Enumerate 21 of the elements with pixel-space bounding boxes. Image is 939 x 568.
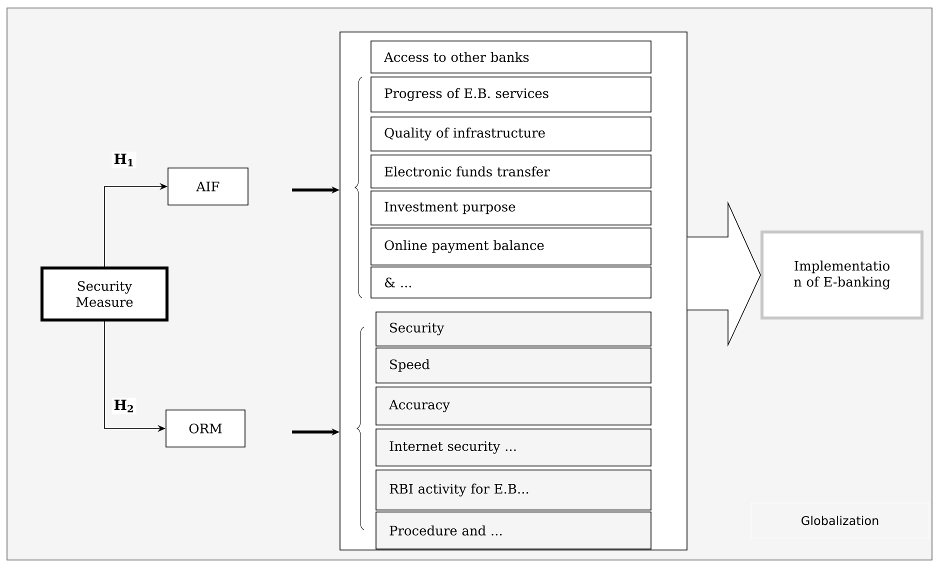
process-box: ORM: [166, 410, 246, 448]
factor-box: Quality of infrastructure: [370, 116, 652, 152]
factor-box: Progress of E.B. services: [370, 76, 652, 112]
factor-box: Investment purpose: [370, 190, 652, 226]
block-arrow: [687, 201, 761, 347]
factor-box: Procedure and ...: [376, 512, 652, 550]
security-measure-box: Security Measure: [40, 266, 168, 322]
edge-label: H$_{1}$: [112, 152, 136, 168]
factor-box: Electronic funds transfer: [370, 154, 652, 188]
process-box: AIF: [168, 168, 248, 206]
factor-box: Speed: [376, 348, 652, 384]
factor-box: Security: [376, 312, 652, 346]
note-box: Globalization: [750, 502, 930, 538]
factor-box: Internet security ...: [376, 428, 652, 466]
factor-box: RBI activity for E.B...: [376, 470, 652, 510]
factor-box: Access to other banks: [370, 40, 652, 74]
factor-box: Accuracy: [376, 386, 652, 426]
edge-label: H$_{2}$: [112, 398, 136, 414]
factor-box: & ...: [370, 266, 652, 298]
outcome-box: Implementatio n of E-banking: [760, 230, 924, 320]
factor-box: Online payment balance: [370, 228, 652, 266]
